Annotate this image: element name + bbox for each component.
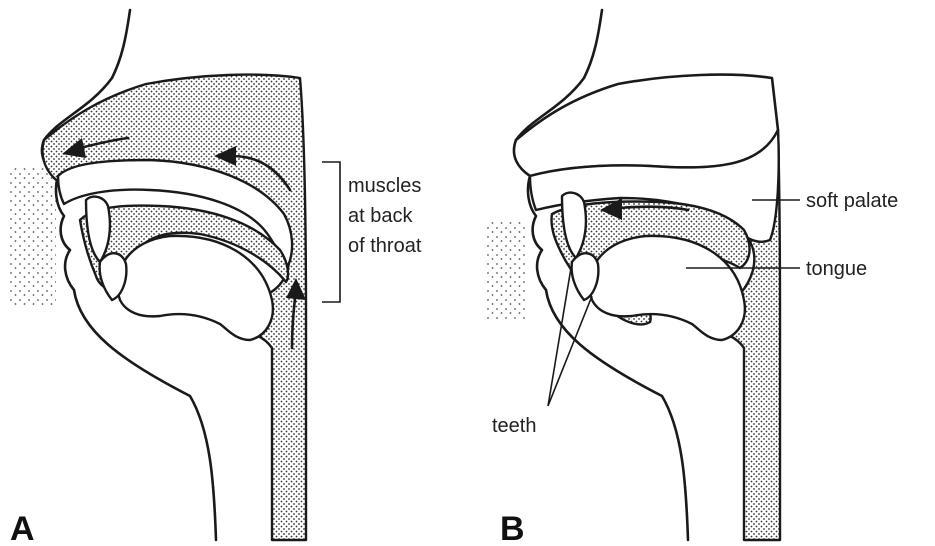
panel-a-bracket-label-2: at back (348, 205, 413, 227)
panel-a-air-spray (8, 168, 56, 308)
teeth-label: teeth (492, 415, 536, 437)
panel-b-air-spray (486, 220, 526, 320)
tongue-label: tongue (806, 258, 867, 280)
panel-a: muscles at back of throat A (8, 10, 422, 546)
panel-a-bracket-label-3: of throat (348, 235, 422, 257)
soft-palate-label: soft palate (806, 190, 898, 212)
panel-a-bracket-label-1: muscles (348, 175, 421, 197)
panel-a-letter: A (10, 510, 35, 546)
panel-b-letter: B (500, 510, 525, 546)
panel-b: soft palate tongue teeth B (486, 10, 898, 546)
panel-a-bracket (322, 162, 340, 302)
